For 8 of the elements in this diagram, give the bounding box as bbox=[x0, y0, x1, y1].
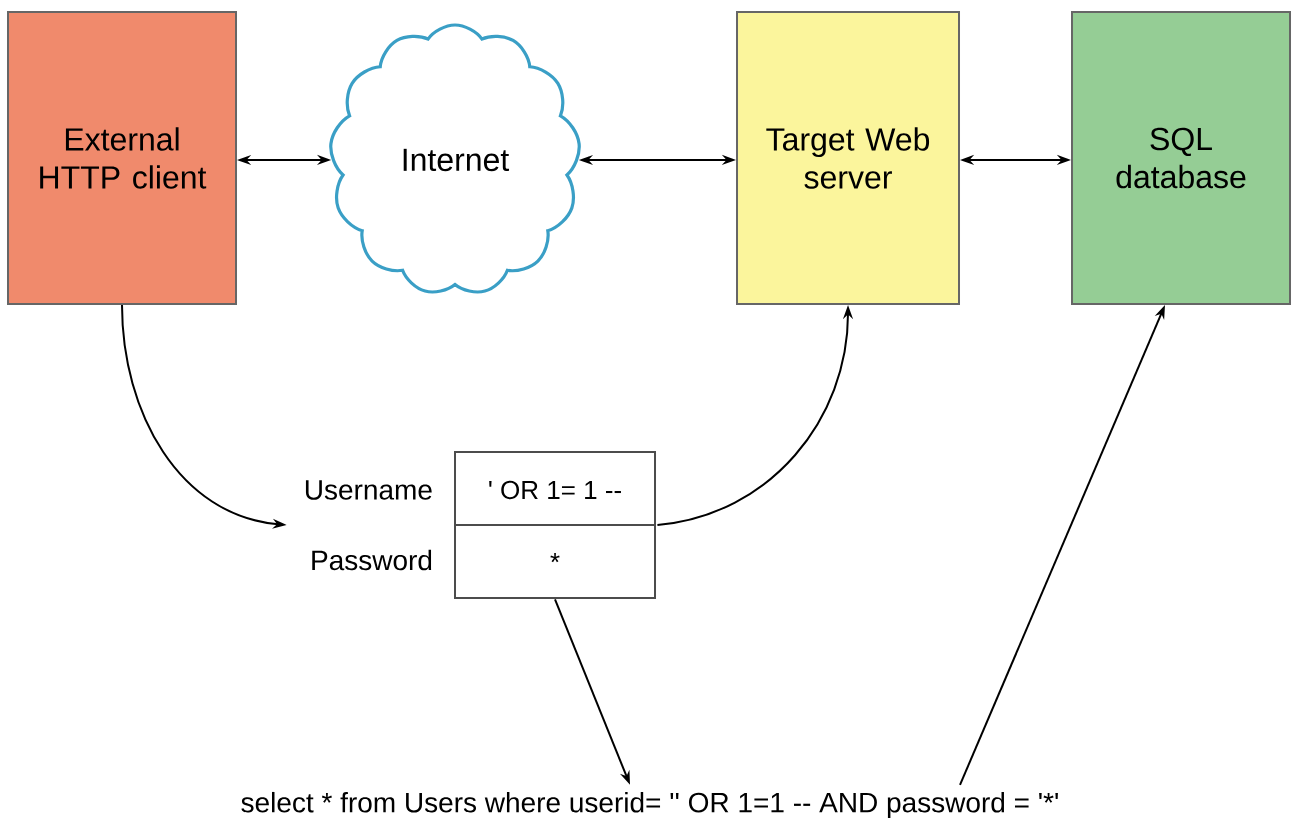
field-label: Username bbox=[305, 480, 432, 500]
field-value: * bbox=[550, 553, 560, 563]
field-label: Password bbox=[312, 549, 432, 571]
process-box: SQL database bbox=[1071, 11, 1291, 305]
field-value: ' OR 1= 1 -- bbox=[489, 480, 621, 500]
query-text: select * from Users where userid= '' OR 1=1 -- AND password = '*' bbox=[241, 791, 1058, 819]
process-box: External HTTP client bbox=[7, 11, 237, 305]
process-box: Target Web server bbox=[736, 11, 960, 305]
